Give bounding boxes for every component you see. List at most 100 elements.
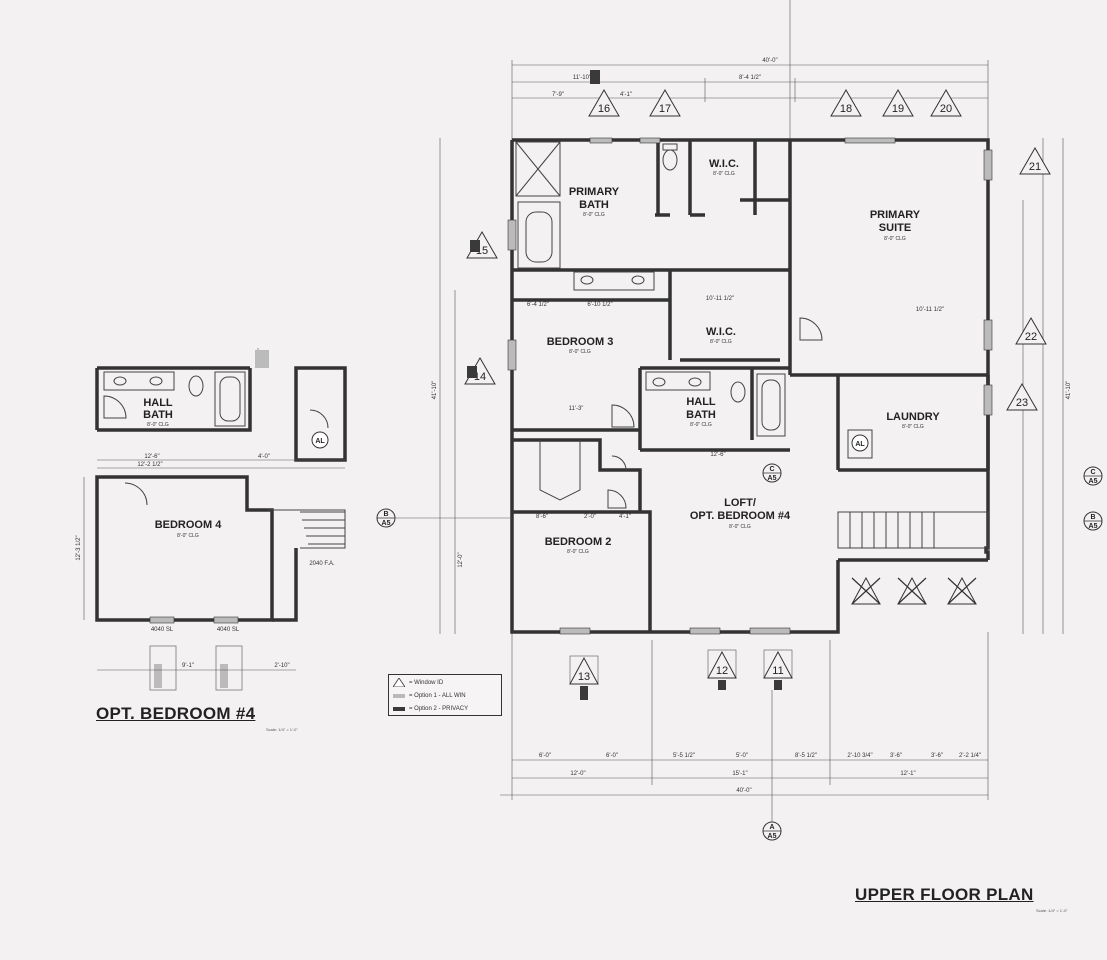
label-hall-bath-1: HALL xyxy=(686,396,716,408)
legend-label-window-id: = Window ID xyxy=(409,679,444,686)
window-tag-21: 21 xyxy=(1019,146,1051,175)
opt-bedroom-walls xyxy=(83,348,347,691)
sub-primary-bath: 8'-0" CLG xyxy=(583,212,605,218)
svg-text:12: 12 xyxy=(716,665,728,677)
label-hall-bath-2: BATH xyxy=(686,409,716,421)
opt-window-label-2: 4040 SL xyxy=(217,627,240,633)
window-tag-17: 17 xyxy=(649,88,681,117)
svg-text:6'-10 1/2": 6'-10 1/2" xyxy=(587,302,612,308)
svg-text:A5: A5 xyxy=(382,520,391,527)
svg-text:B: B xyxy=(1090,514,1095,521)
dim-top-row-2: 8'-4 1/2" xyxy=(739,75,761,81)
sub-bedroom-3: 8'-0" CLG xyxy=(569,349,591,355)
svg-text:17: 17 xyxy=(659,103,671,115)
label-wic-top: W.I.C. xyxy=(709,158,739,170)
window-tag-11: 11 xyxy=(763,649,793,679)
dim-top-overall: 40'-0" xyxy=(762,58,777,64)
section-marker-c-mid: C A5 xyxy=(762,463,782,483)
label-primary-suite-1: PRIMARY xyxy=(870,209,921,221)
dim-bottom-5: 8'-5 1/2" xyxy=(795,753,817,759)
upper-floor-walls xyxy=(507,137,993,635)
dim-bottom-1: 6'-0" xyxy=(539,753,551,759)
appliance-upper: AL xyxy=(851,434,869,452)
legend-label-option-2: = Option 2 - PRIVACY xyxy=(409,705,469,712)
legend-label-option-1: = Option 1 - ALL WIN xyxy=(409,692,466,699)
window-tag-22: 22 xyxy=(1015,316,1047,345)
svg-text:11'-3": 11'-3" xyxy=(569,406,584,412)
dim-left-overall: 41'-10" xyxy=(432,381,438,400)
dim-opt-bottom-1: 9'-1" xyxy=(182,663,194,669)
window-tag-crossed-2 xyxy=(897,576,927,605)
opt-bedroom-title: OPT. BEDROOM #4 xyxy=(96,704,256,723)
bottom-dimensions: 6'-0" 6'-0" 5'-5 1/2" 5'-0" 8'-5 1/2" 2'… xyxy=(539,753,981,794)
label-loft-2: OPT. BEDROOM #4 xyxy=(690,510,791,522)
svg-text:AL: AL xyxy=(855,441,865,448)
svg-text:2'-0": 2'-0" xyxy=(584,514,596,520)
svg-text:19: 19 xyxy=(892,103,904,115)
sub-wic-mid: 8'-0" CLG xyxy=(710,339,732,345)
legend-row-option-2: = Option 2 - PRIVACY xyxy=(393,703,501,714)
window-tag-16: 16 xyxy=(588,88,620,117)
svg-text:23: 23 xyxy=(1016,397,1028,409)
window-tag-13: 13 xyxy=(569,655,599,685)
interior-dimensions: 6'-4 1/2" 6'-10 1/2" 10'-11 1/2" 11'-3" … xyxy=(458,296,944,568)
sub-opt-hall-bath: 8'-0" CLG xyxy=(147,422,169,428)
svg-text:21: 21 xyxy=(1029,161,1041,173)
dim-bottom-3: 5'-5 1/2" xyxy=(673,753,695,759)
window-tag-18: 18 xyxy=(830,88,862,117)
dim-bottom2-2: 15'-1" xyxy=(732,771,747,777)
svg-text:12'-0": 12'-0" xyxy=(458,552,464,567)
label-opt-hall-bath-1: HALL xyxy=(143,397,173,409)
window-tag-crossed-1 xyxy=(851,576,881,605)
sub-bedroom-4: 8'-0" CLG xyxy=(177,533,199,539)
svg-text:8'-6": 8'-6" xyxy=(536,514,548,520)
dim-opt-side-1: 12'-3 1/2" xyxy=(76,535,82,560)
dim-bottom-7: 3'-6" xyxy=(890,753,902,759)
svg-text:11: 11 xyxy=(772,665,783,677)
svg-text:16: 16 xyxy=(598,103,610,115)
svg-text:4'-1": 4'-1" xyxy=(619,514,631,520)
dimension-lines xyxy=(439,0,1064,800)
dim-right-overall: 41'-10" xyxy=(1066,381,1072,400)
swatch-option-1 xyxy=(393,693,405,698)
dim-bottom2-3: 12'-1" xyxy=(900,771,915,777)
dim-opt-bottom-2: 2'-10" xyxy=(274,663,289,669)
section-marker-b-right: B A5 xyxy=(1083,511,1103,531)
svg-text:12'-6": 12'-6" xyxy=(710,452,725,458)
sub-primary-suite: 8'-0" CLG xyxy=(884,236,906,242)
label-bedroom-3: BEDROOM 3 xyxy=(547,336,614,348)
svg-text:10'-11 1/2": 10'-11 1/2" xyxy=(916,307,944,313)
dim-bottom-6: 2'-10 3/4" xyxy=(847,753,872,759)
opt-window-label-1: 4040 SL xyxy=(151,627,174,633)
window-legend: = Window ID = Option 1 - ALL WIN = Optio… xyxy=(388,674,502,716)
opt-window-label-3: 2040 F.A. xyxy=(309,561,335,567)
sub-loft: 8'-0" CLG xyxy=(729,524,751,530)
svg-text:A5: A5 xyxy=(1089,478,1098,485)
opt-bedroom-scale: Scale: 1/4" = 1'-0" xyxy=(266,727,298,732)
window-tags: 16 17 18 19 20 21 22 23 xyxy=(464,70,1051,700)
stair-treads xyxy=(849,512,935,548)
upper-floor-scale: Scale: 1/4" = 1'-0" xyxy=(1036,908,1068,913)
label-laundry: LAUNDRY xyxy=(886,411,940,423)
legend-row-window-id: = Window ID xyxy=(393,677,501,688)
window-tag-12: 12 xyxy=(707,649,737,679)
swatch-option-2 xyxy=(393,706,405,711)
svg-text:C: C xyxy=(769,466,774,473)
opt-room-labels: HALL BATH 8'-0" CLG BEDROOM 4 8'-0" CLG … xyxy=(76,397,335,669)
label-primary-bath-2: BATH xyxy=(579,199,609,211)
dim-bottom-4: 5'-0" xyxy=(736,753,748,759)
window-tag-23: 23 xyxy=(1006,382,1038,411)
svg-text:A5: A5 xyxy=(768,475,777,482)
svg-text:C: C xyxy=(1090,469,1095,476)
svg-text:18: 18 xyxy=(840,103,852,115)
window-tag-19: 19 xyxy=(882,88,914,117)
dim-bottom-2: 6'-0" xyxy=(606,753,618,759)
svg-text:6'-4 1/2": 6'-4 1/2" xyxy=(527,302,549,308)
dim-top-row2-1: 7'-9" xyxy=(552,92,564,98)
label-wic-mid: W.I.C. xyxy=(706,326,736,338)
sub-bedroom-2: 8'-0" CLG xyxy=(567,549,589,555)
sub-hall-bath: 8'-0" CLG xyxy=(690,422,712,428)
dim-bottom-8: 3'-6" xyxy=(931,753,943,759)
label-bedroom-4: BEDROOM 4 xyxy=(155,519,223,531)
